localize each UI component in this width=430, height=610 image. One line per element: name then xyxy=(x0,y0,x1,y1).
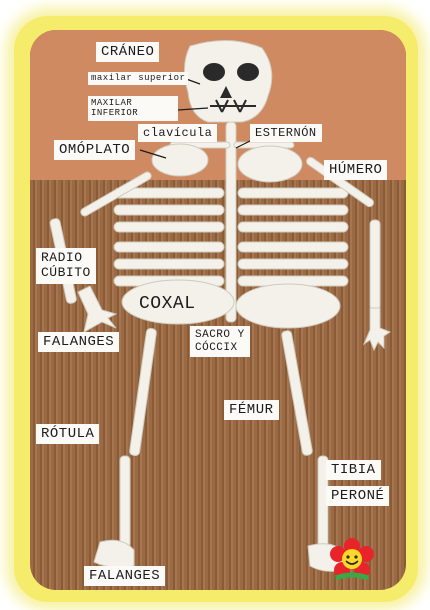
label-falanges-foot: FALANGES xyxy=(84,566,165,586)
label-humero: HÚMERO xyxy=(324,160,387,180)
label-sacro: SACRO Y xyxy=(195,329,245,342)
right-scapula xyxy=(238,146,302,182)
label-maxilar-superior: maxilar superior xyxy=(88,72,188,85)
smiling-flower-icon xyxy=(330,538,374,580)
label-sacro-coccix: SACRO Y CÓCCIX xyxy=(190,326,250,357)
label-radio: RADIO xyxy=(41,251,91,266)
right-forearm xyxy=(370,220,380,310)
label-falanges-hand: FALANGES xyxy=(38,332,119,352)
right-hand xyxy=(364,308,390,350)
label-omoplato: OMÓPLATO xyxy=(54,140,135,160)
plastic-cutlery-skeleton xyxy=(30,30,406,590)
left-femur xyxy=(129,328,157,456)
label-radio-cubito: RADIO CÚBITO xyxy=(36,248,96,284)
label-maxilar-inferior: MAXILAR INFERIOR xyxy=(88,96,178,121)
left-scapula xyxy=(152,144,208,176)
label-coccix: CÓCCIX xyxy=(195,342,245,355)
label-femur: FÉMUR xyxy=(224,400,279,420)
left-tibia xyxy=(120,456,130,548)
label-tibia: TIBIA xyxy=(326,460,381,480)
label-rotula: RÓTULA xyxy=(36,424,99,444)
label-clavicula: clavícula xyxy=(138,124,217,142)
right-coxal xyxy=(236,284,340,328)
left-foot xyxy=(94,540,134,567)
right-femur xyxy=(281,330,313,456)
label-coxal: COXAL xyxy=(134,292,201,316)
left-hand xyxy=(78,286,116,332)
label-perone: PERONÉ xyxy=(326,486,389,506)
label-cubito: CÚBITO xyxy=(41,266,91,281)
label-esternon: ESTERNÓN xyxy=(250,124,322,142)
skull xyxy=(184,40,271,122)
left-eye-socket xyxy=(203,63,225,81)
skeleton-craft-photo: CRÁNEO maxilar superior MAXILAR INFERIOR… xyxy=(30,30,406,590)
right-eye-socket xyxy=(237,63,259,81)
label-craneo: CRÁNEO xyxy=(96,42,159,62)
